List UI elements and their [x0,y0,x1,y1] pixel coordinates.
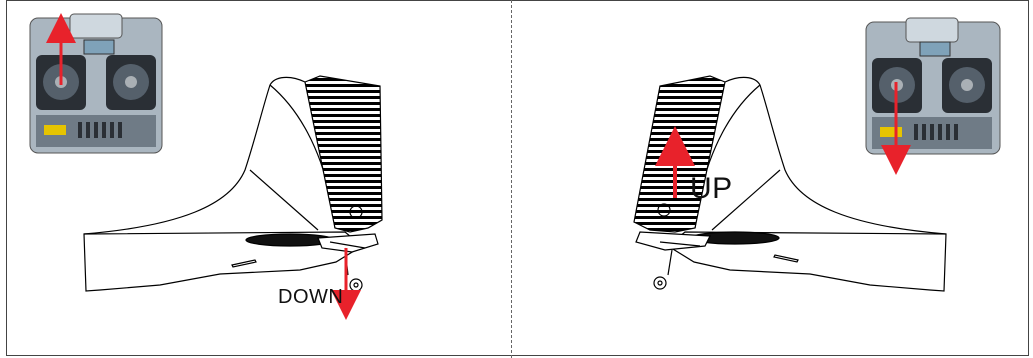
left-transmitter-icon [30,14,162,153]
right-transmitter-icon [866,18,1000,154]
down-label: DOWN [278,286,343,309]
up-label: UP [690,172,733,206]
